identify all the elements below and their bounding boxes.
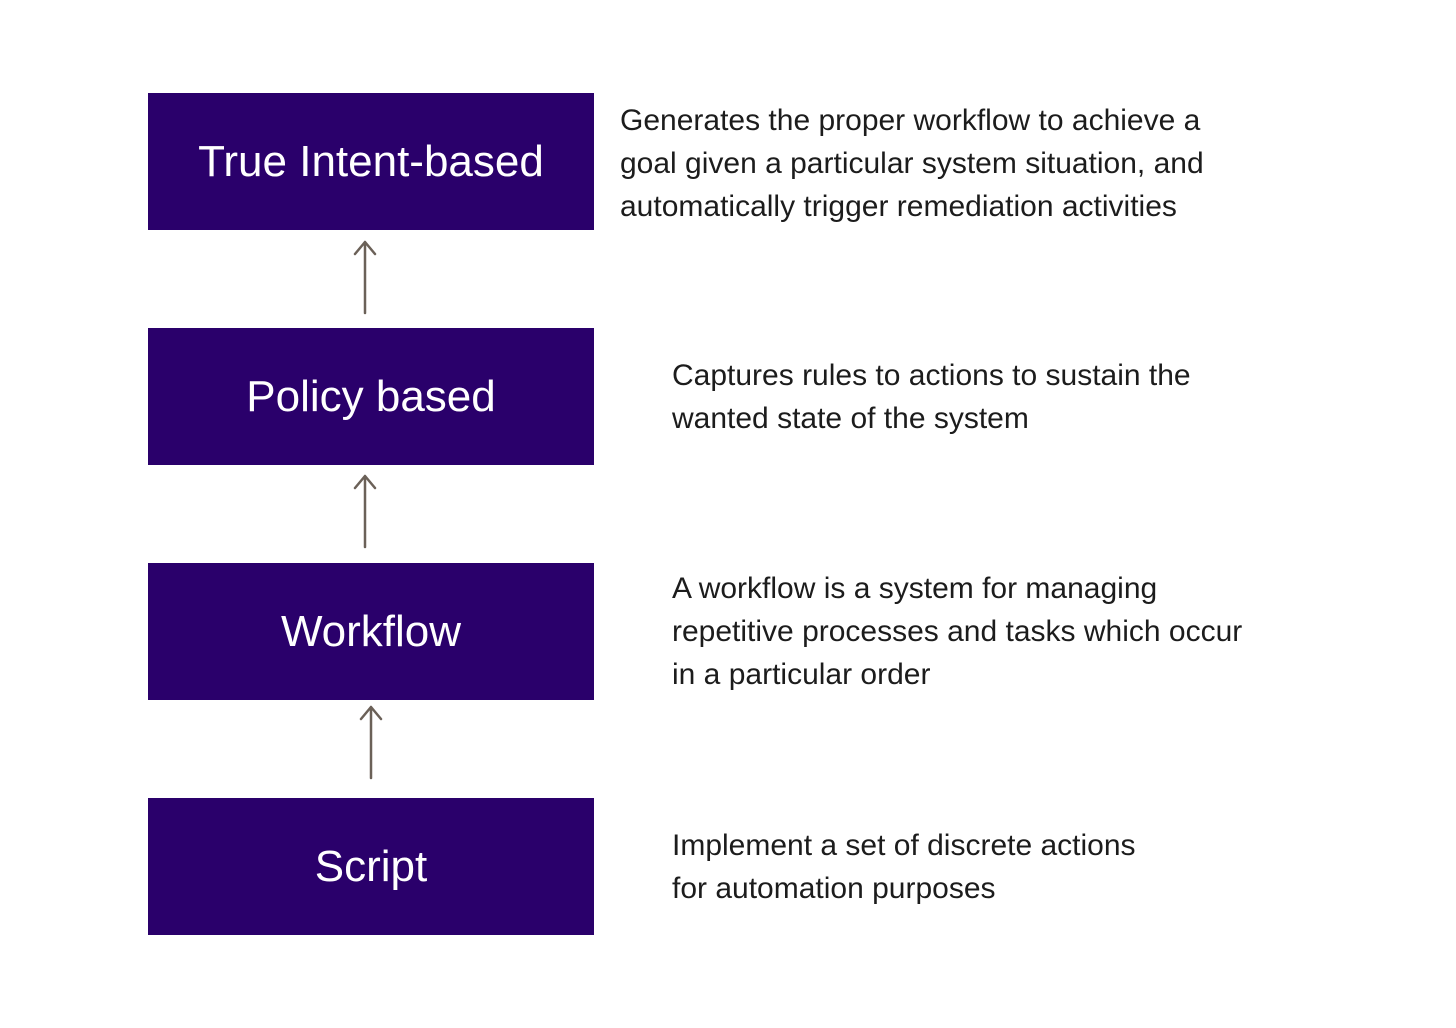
description-line: automatically trigger remediation activi… [620,190,1177,223]
level-label: Workflow [280,606,462,656]
up-arrow-icon [353,240,377,315]
level-description-policy-based: Captures rules to actions to sustain the… [672,354,1191,440]
arrow-shaft [359,705,383,780]
description-line: wanted state of the system [672,402,1029,435]
level-box-true-intent-based: True Intent-based [148,93,594,230]
level-description-true-intent-based: Generates the proper workflow to achieve… [620,99,1204,228]
description-line: A workflow is a system for managing [672,572,1158,605]
description-line: goal given a particular system situation… [620,147,1204,180]
arrow-shaft [353,474,377,549]
level-description-workflow: A workflow is a system for managing repe… [672,567,1242,696]
arrow-shaft [353,240,377,315]
description-line: Captures rules to actions to sustain the [672,359,1191,392]
description-line: Generates the proper workflow to achieve… [620,104,1201,137]
description-line: repetitive processes and tasks which occ… [672,615,1243,648]
description-line: Implement a set of discrete actions [672,829,1136,862]
level-box-policy-based: Policy based [148,328,594,465]
level-label: True Intent-based [198,136,544,186]
up-arrow-icon [353,474,377,549]
level-description-script: Implement a set of discrete actions for … [672,824,1136,910]
up-arrow-icon [359,705,383,780]
description-line: in a particular order [672,658,931,691]
level-label: Policy based [246,371,496,421]
level-label: Script [314,841,428,891]
level-box-script: Script [148,798,594,935]
description-line: for automation purposes [672,872,996,905]
level-box-workflow: Workflow [148,563,594,700]
